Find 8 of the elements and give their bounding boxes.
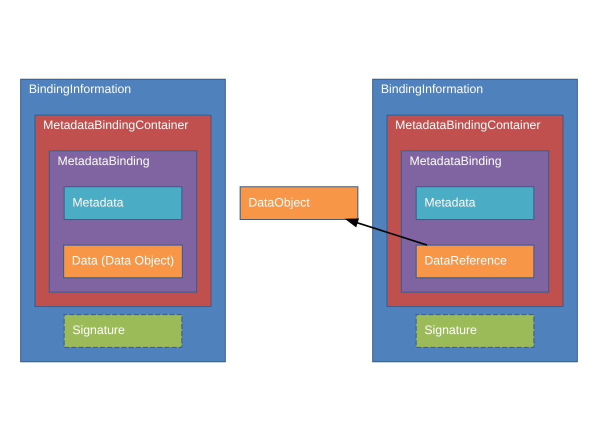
node-box: Metadata — [64, 186, 182, 220]
node-box: DataReference — [416, 244, 534, 278]
node-box: Signature — [64, 314, 182, 348]
node-box: Metadata — [416, 186, 534, 220]
node-box: Data (Data Object) — [63, 244, 183, 278]
node-box: Signature — [416, 314, 534, 348]
node-box: DataObject — [240, 186, 358, 220]
arrow — [344, 218, 428, 246]
